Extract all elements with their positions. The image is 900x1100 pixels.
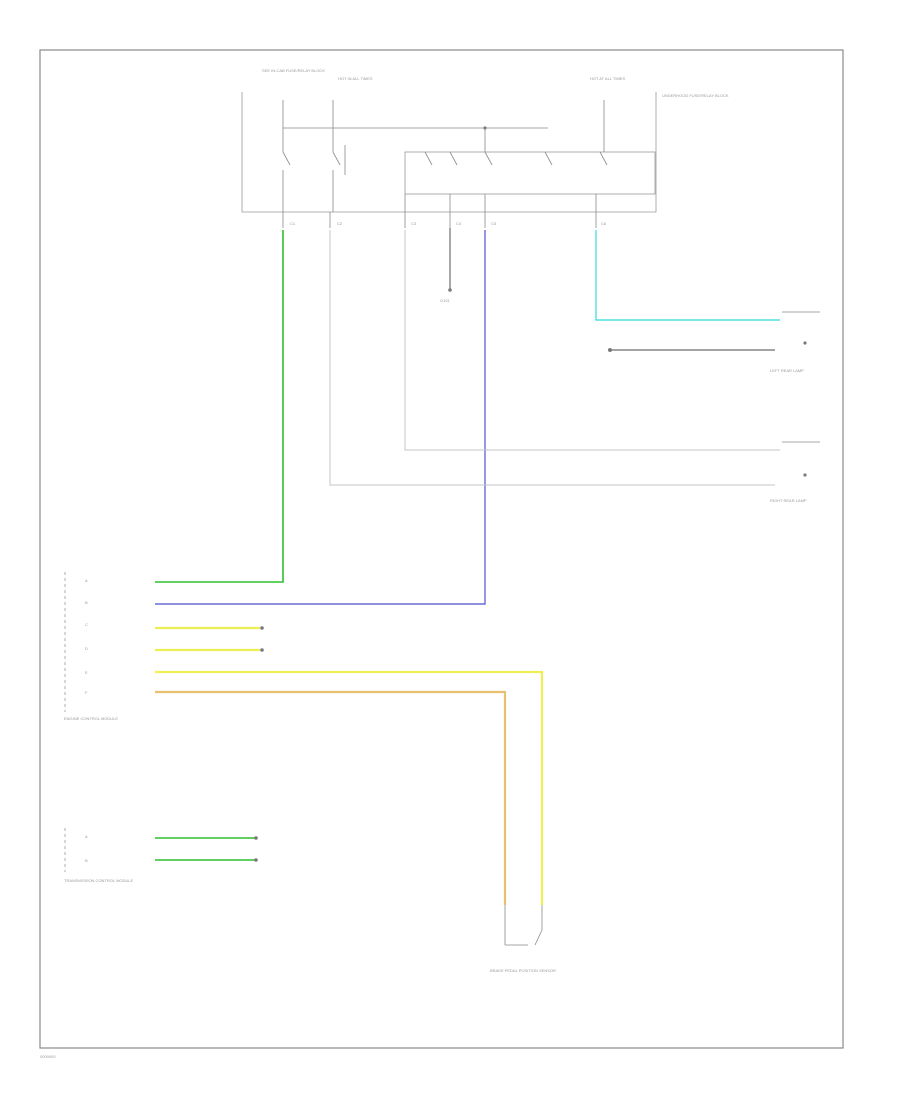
- right-rear-lamp: RIGHT REAR LAMP: [770, 441, 820, 503]
- fuse-relay-block: SEE IN-CAB FUSE/RELAY BLOCK HOT IN ALL T…: [241, 68, 729, 228]
- ecm-pin-c: C: [85, 622, 88, 627]
- wire-gray-lamp-2: [329, 230, 775, 486]
- wire-gray-lamp-1: [404, 230, 780, 451]
- tcm-title: TRANSMISSION CONTROL MODULE: [64, 878, 134, 883]
- connector-label-3: C3: [411, 221, 417, 226]
- hot-label-1: HOT IN ALL TIMES: [338, 76, 373, 81]
- relay-switch-1: [282, 128, 291, 212]
- diagram-frame: [39, 49, 844, 1049]
- left-rear-lamp-label: LEFT REAR LAMP: [770, 368, 804, 373]
- relay-switch-2: [332, 128, 346, 212]
- connector-label-2: C2: [337, 221, 343, 226]
- ecm-pin-e: E: [85, 670, 88, 675]
- ground-label: G101: [440, 298, 451, 303]
- connector-label-5: C5: [491, 221, 497, 226]
- connector-label-4: C4: [456, 221, 462, 226]
- footer-code: 0000000: [40, 1054, 56, 1059]
- engine-control-module: A B C D E F ENGINE CONTROL MODULE: [64, 572, 264, 721]
- relay-inner-box: [404, 151, 656, 195]
- connector-label-6: C6: [601, 221, 607, 226]
- right-rear-lamp-label: RIGHT REAR LAMP: [770, 498, 807, 503]
- wire-orange-brake: [155, 690, 507, 905]
- left-rear-lamp: LEFT REAR LAMP: [770, 311, 820, 373]
- ecm-pin-b: B: [85, 600, 88, 605]
- transmission-control-module: A B TRANSMISSION CONTROL MODULE: [64, 828, 258, 883]
- wire-green-ecm: [220, 230, 284, 583]
- fuse-block-title: SEE IN-CAB FUSE/RELAY BLOCK: [262, 68, 325, 73]
- brake-pedal-switch: BRAKE PEDAL POSITION SENSOR: [490, 905, 556, 973]
- wire-blue-ecm: [220, 230, 486, 605]
- tcm-pin-b: B: [85, 858, 88, 863]
- tcm-pin-a: A: [85, 834, 88, 839]
- ground-branch: G101: [440, 228, 452, 303]
- ecm-pin-a: A: [85, 578, 88, 583]
- wire-yellow-brake: [155, 670, 544, 905]
- connector-label-1: C1: [290, 221, 296, 226]
- ecm-pin-d: D: [85, 646, 88, 651]
- hot-label-2: HOT AT ALL TIMES: [590, 76, 625, 81]
- underhood-block-title: UNDERHOOD FUSE/RELAY BLOCK: [662, 93, 729, 98]
- ecm-pin-f: F: [85, 690, 88, 695]
- brake-switch-title: BRAKE PEDAL POSITION SENSOR: [490, 968, 556, 973]
- ecm-title: ENGINE CONTROL MODULE: [64, 716, 118, 721]
- wire-cyan-lamp: [595, 230, 780, 321]
